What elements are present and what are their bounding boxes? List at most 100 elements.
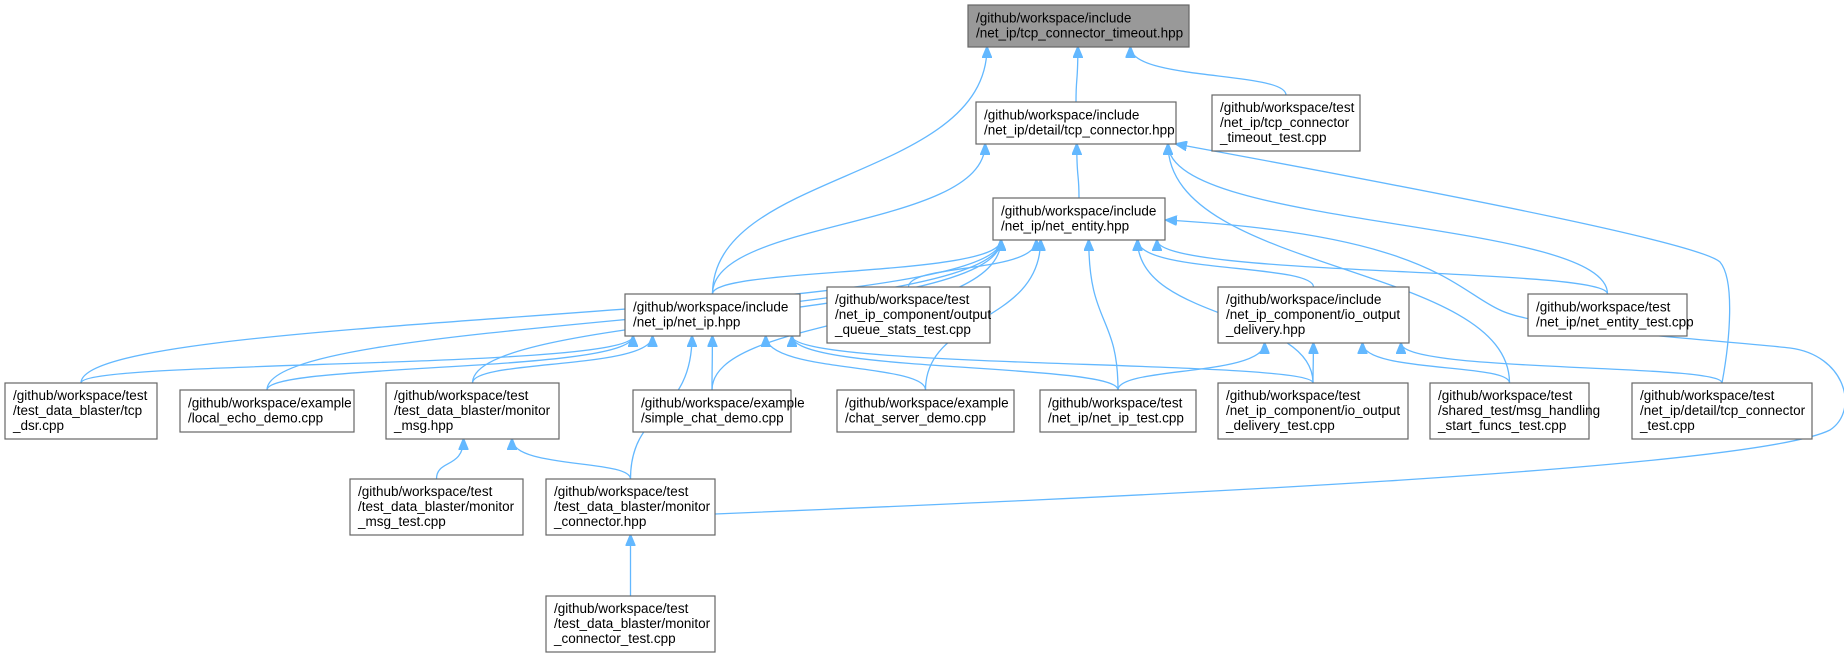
node-label-line: /github/workspace/test: [13, 388, 148, 403]
graph-node[interactable]: /github/workspace/test/test_data_blaster…: [349, 478, 524, 536]
node-box: [1429, 382, 1590, 440]
node-box: [385, 382, 560, 440]
edge-n7-to-n3: [1157, 240, 1609, 295]
edge-n4-to-n0: [711, 47, 988, 295]
node-label-line: /github/workspace/include: [1226, 292, 1381, 307]
node-label-line: /test_data_blaster/monitor: [394, 403, 551, 418]
node-label-line: /net_ip/detail/tcp_connector: [1640, 403, 1806, 418]
node-label-line: /net_ip/tcp_connector: [1220, 115, 1350, 130]
node-label-line: /github/workspace/include: [976, 11, 1131, 26]
node-label-line: /test_data_blaster/monitor: [358, 499, 515, 514]
edge-n4-to-n3: [711, 240, 1002, 295]
node-label-line: /github/workspace/include: [984, 108, 1139, 123]
node-label-line: /github/workspace/test: [1226, 388, 1361, 403]
node-label-line: _test.cpp: [1639, 418, 1695, 433]
graph-node[interactable]: /github/workspace/test/net_ip_component/…: [1217, 382, 1409, 440]
node-label-line: /local_echo_demo.cpp: [188, 411, 323, 426]
edge-n9-to-n4: [266, 336, 633, 391]
node-label-line: /github/workspace/test: [358, 484, 493, 499]
edge-n4-to-n1: [711, 144, 986, 295]
node-box: [836, 389, 1015, 433]
node-box: [975, 101, 1177, 145]
node-label-line: /github/workspace/test: [1048, 396, 1183, 411]
edge-n1-to-n0: [1076, 47, 1078, 103]
node-label-line: /net_ip_component/io_output: [1226, 307, 1400, 322]
node-label-line: _delivery_test.cpp: [1225, 418, 1335, 433]
node-label-line: /net_ip_component/io_output: [1226, 403, 1400, 418]
node-box: [1211, 94, 1361, 152]
edge-n13-to-n6: [1117, 343, 1265, 391]
edge-n18-to-n3: [714, 220, 1844, 515]
graph-node[interactable]: /github/workspace/example/chat_server_de…: [836, 389, 1015, 433]
edge-n3-to-n1: [1077, 144, 1079, 199]
node-box: [1527, 293, 1688, 337]
node-box: [1631, 382, 1813, 440]
node-label-line: _dsr.cpp: [12, 418, 64, 433]
nodes-layer: /github/workspace/include/net_ip/tcp_con…: [4, 4, 1813, 653]
node-label-line: /github/workspace/test: [554, 601, 689, 616]
edge-n17-to-n10: [435, 439, 464, 480]
graph-node[interactable]: /github/workspace/example/local_echo_dem…: [179, 389, 355, 433]
node-label-line: /github/workspace/include: [633, 300, 788, 315]
node-label-line: /github/workspace/test: [1220, 100, 1355, 115]
node-label-line: _msg_test.cpp: [357, 514, 446, 529]
graph-node[interactable]: /github/workspace/test/net_ip/tcp_connec…: [1211, 94, 1361, 152]
node-box: [624, 293, 801, 337]
node-label-line: /net_ip/net_ip_test.cpp: [1048, 411, 1184, 426]
edge-n15-to-n1: [1168, 144, 1511, 384]
node-label-line: /github/workspace/example: [641, 396, 805, 411]
node-label-line: /net_ip/tcp_connector_timeout.hpp: [976, 26, 1183, 41]
graph-node[interactable]: /github/workspace/test/net_ip/detail/tcp…: [1631, 382, 1813, 440]
node-label-line: /github/workspace/include: [1001, 204, 1156, 219]
edge-n15-to-n6: [1363, 343, 1511, 384]
node-label-line: _timeout_test.cpp: [1219, 130, 1327, 145]
graph-node[interactable]: /github/workspace/example/simple_chat_de…: [632, 389, 805, 433]
node-label-line: /shared_test/msg_handling: [1438, 403, 1600, 418]
node-label-line: /net_ip/net_entity_test.cpp: [1536, 315, 1694, 330]
edge-n6-to-n3: [1138, 240, 1315, 288]
graph-node[interactable]: /github/workspace/test/net_ip/net_entity…: [1527, 293, 1694, 337]
node-label-line: /github/workspace/example: [188, 396, 352, 411]
graph-node[interactable]: /github/workspace/test/net_ip_component/…: [826, 286, 991, 344]
node-label-line: /github/workspace/example: [845, 396, 1009, 411]
node-label-line: _connector_test.cpp: [553, 631, 676, 646]
node-label-line: /github/workspace/test: [1640, 388, 1775, 403]
graph-node[interactable]: /github/workspace/test/shared_test/msg_h…: [1429, 382, 1600, 440]
edge-n2-to-n0: [1130, 47, 1287, 96]
node-box: [545, 478, 716, 536]
edge-n13-to-n3: [1089, 240, 1119, 391]
graph-node[interactable]: /github/workspace/include/net_ip/net_ip.…: [624, 293, 801, 337]
graph-node[interactable]: /github/workspace/test/test_data_blaster…: [385, 382, 560, 440]
node-label-line: /github/workspace/test: [835, 292, 970, 307]
graph-node[interactable]: /github/workspace/include/net_ip_compone…: [1217, 286, 1410, 344]
node-label-line: _start_funcs_test.cpp: [1437, 418, 1566, 433]
node-label-line: /net_ip_component/output: [835, 307, 991, 322]
node-label-line: _delivery.hpp: [1225, 322, 1305, 337]
edge-n16-to-n1: [1176, 144, 1731, 384]
node-label-line: _connector.hpp: [553, 514, 646, 529]
graph-node[interactable]: /github/workspace/include/net_ip/detail/…: [975, 101, 1177, 145]
edge-n14-to-n4: [792, 336, 1314, 384]
node-label-line: /github/workspace/test: [1438, 388, 1573, 403]
graph-node[interactable]: /github/workspace/include/net_ip/net_ent…: [992, 197, 1166, 241]
edge-n16-to-n6: [1401, 343, 1723, 384]
node-label-line: /net_ip/net_ip.hpp: [633, 315, 740, 330]
node-box: [992, 197, 1166, 241]
edge-n10-to-n4: [471, 336, 653, 384]
node-label-line: /github/workspace/test: [554, 484, 689, 499]
graph-node[interactable]: /github/workspace/test/test_data_blaster…: [4, 382, 158, 440]
node-label-line: /test_data_blaster/tcp: [13, 403, 142, 418]
node-label-line: /github/workspace/test: [394, 388, 529, 403]
edge-n8-to-n3: [80, 240, 1001, 384]
root-node[interactable]: /github/workspace/include/net_ip/tcp_con…: [967, 4, 1190, 48]
node-label-line: /github/workspace/test: [1536, 300, 1671, 315]
graph-node[interactable]: /github/workspace/test/test_data_blaster…: [545, 595, 716, 653]
edge-n8-to-n4: [80, 336, 633, 384]
graph-node[interactable]: /github/workspace/test/net_ip/net_ip_tes…: [1039, 389, 1197, 433]
node-box: [1217, 286, 1410, 344]
node-label-line: _msg.hpp: [393, 418, 453, 433]
graph-node[interactable]: /github/workspace/test/test_data_blaster…: [545, 478, 716, 536]
edge-n7-to-n1: [1168, 144, 1609, 295]
node-label-line: _queue_stats_test.cpp: [834, 322, 971, 337]
